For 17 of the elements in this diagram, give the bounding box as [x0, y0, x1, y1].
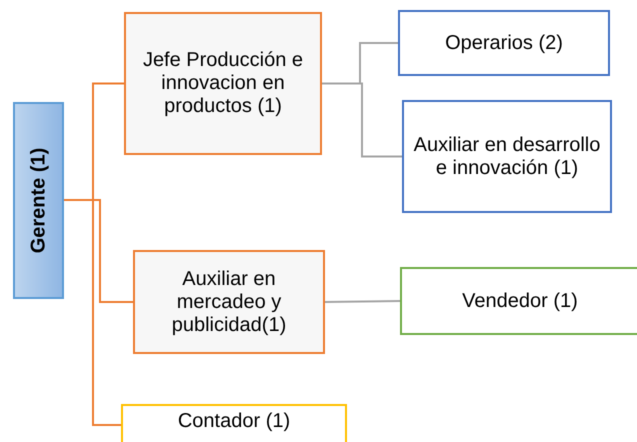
connector-line: [324, 300, 400, 303]
role-title: Gerente (1): [27, 148, 50, 254]
role-box: [402, 100, 612, 213]
role-title: Auxiliar en desarrollo e innovación (1): [412, 134, 602, 180]
connector-line: [64, 199, 121, 426]
role-title: Jefe Producción e innovacion en productos (1): [142, 49, 304, 118]
role-title: Operarios (2): [445, 32, 563, 54]
role-box: [400, 267, 637, 335]
role-title: Vendedor (1): [462, 290, 578, 312]
role-box: [121, 404, 347, 442]
role-box: [13, 102, 64, 299]
role-box: [124, 12, 322, 155]
role-title: Contador (1): [178, 410, 290, 433]
role-title: Auxiliar en mercadeo y publicidad(1): [170, 268, 288, 336]
connector-line: [322, 82, 402, 158]
role-box: [398, 10, 610, 76]
role-box: [133, 250, 325, 354]
